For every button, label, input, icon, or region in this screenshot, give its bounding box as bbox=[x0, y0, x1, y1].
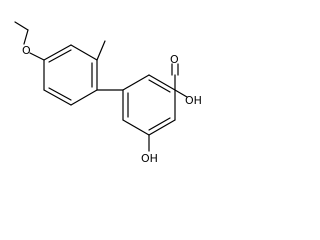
carboxyl-hydroxyl-label: OH bbox=[185, 94, 202, 107]
ethyl-terminal-bond bbox=[14, 21, 29, 31]
carboxyl-hydroxyl-bond bbox=[174, 89, 188, 98]
carboxyl-oxygen-label: O bbox=[170, 53, 179, 66]
right-ring-bond-5 bbox=[122, 119, 150, 136]
left-ring-bond-5 bbox=[43, 89, 72, 106]
left-ring-bond-4 bbox=[70, 89, 98, 106]
left-ring-double-bond-1-inner bbox=[48, 49, 72, 63]
left-benzene-ring bbox=[43, 44, 98, 106]
ether-bond bbox=[29, 52, 45, 61]
chemical-structure: O O OH OH bbox=[14, 21, 202, 165]
left-ring-bond-2 bbox=[70, 44, 98, 61]
right-ring-bond-4 bbox=[148, 119, 176, 136]
ether-oxygen-label: O bbox=[22, 44, 31, 57]
ethoxy-chain bbox=[14, 21, 45, 61]
ring-hydroxyl-label: OH bbox=[141, 152, 158, 165]
ethyl-bond bbox=[23, 29, 29, 45]
left-ring-double-bond-5-inner bbox=[48, 87, 72, 101]
right-ring-double-bond-2-inner bbox=[148, 79, 171, 93]
right-ring-bond-2 bbox=[148, 74, 176, 91]
carboxyl-group bbox=[171, 63, 188, 98]
right-ring-bond-1 bbox=[122, 74, 150, 91]
right-ring-double-bond-4-inner bbox=[148, 117, 171, 131]
methyl-bond bbox=[96, 40, 106, 61]
right-benzene-ring bbox=[122, 74, 176, 136]
left-ring-bond-1 bbox=[43, 44, 72, 61]
